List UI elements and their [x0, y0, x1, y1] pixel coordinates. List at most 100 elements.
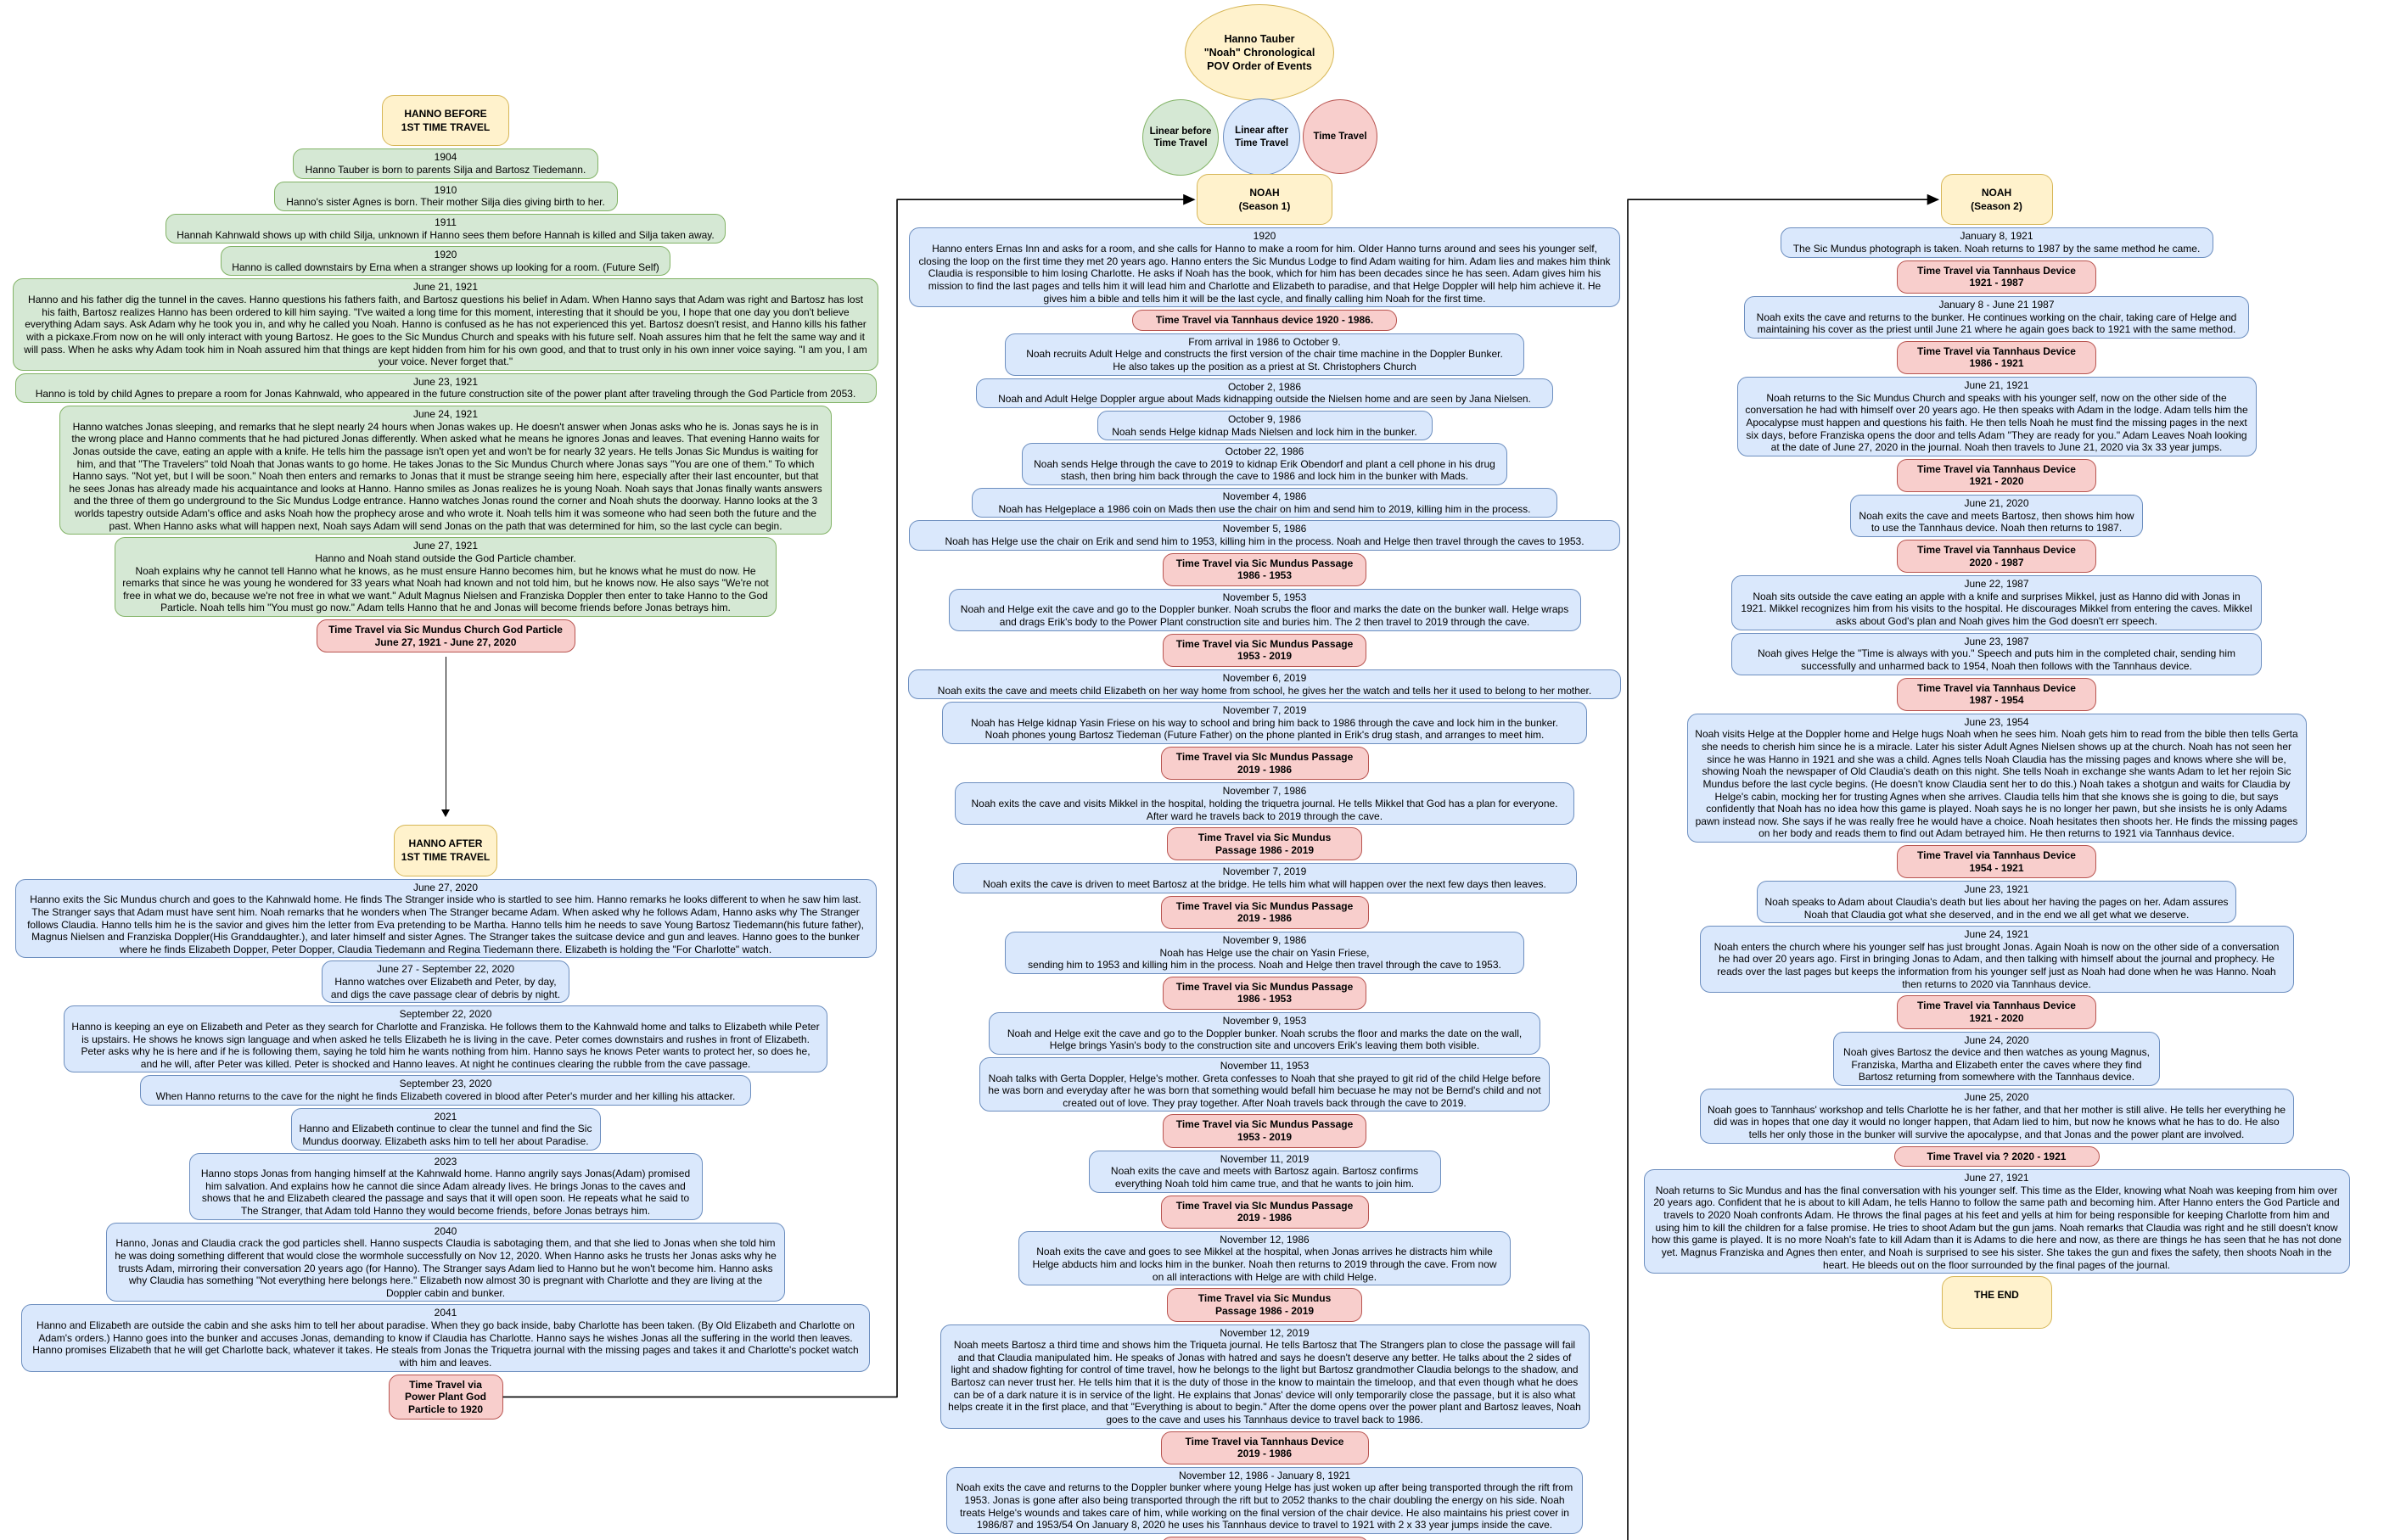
event-body: Noah exits the cave and returns to the b… [1756, 311, 2237, 336]
event-body: Noah and Adult Helge Doppler argue about… [998, 393, 1531, 406]
event-date: November 7, 1986 [1222, 785, 1307, 798]
event-date: June 23, 1921 [1964, 883, 2029, 896]
event-date: From arrival in 1986 to October 9. [1188, 335, 1341, 348]
label-line: 1953 - 2019 [1237, 1131, 1293, 1143]
event-body: Noah exits the cave and returns to the D… [956, 1481, 1573, 1532]
event-date: June 27, 1921 [1964, 1172, 2029, 1184]
event-date: November 9, 1953 [1222, 1015, 1307, 1027]
event-date: 2023 [434, 1155, 457, 1168]
event-date: June 23, 1954 [1964, 715, 2029, 728]
label-line: 1921 - 1987 [1969, 277, 2024, 289]
event-body: Hanno and Elizabeth continue to clear th… [299, 1123, 592, 1147]
event-body: Noah exits the cave and goes to see Mikk… [1032, 1246, 1497, 1283]
event-body: Noah speaks to Adam about Claudia's deat… [1764, 895, 2229, 921]
label-line: Time Travel via Sic Mundus [1198, 832, 1332, 844]
label-line: Time Travel via Tannhaus Device [1917, 681, 2076, 694]
event-date: November 5, 1953 [1222, 591, 1307, 603]
event-date: June 21, 2020 [1964, 497, 2029, 509]
label-line: Time Travel via Tannhaus device 1920 - 1… [1155, 314, 1374, 327]
label-line: 2019 - 1986 [1237, 1212, 1293, 1224]
event-body: Hanno exits the Sic Mundus church and go… [27, 893, 864, 955]
event-date: June 25, 2020 [1964, 1091, 2029, 1103]
label-line: Time Travel via Tannhaus Device [1185, 1435, 1344, 1448]
red-event-box: Time Travel via Tannhaus device 1920 - 1… [1132, 310, 1397, 331]
event-body: Noah meets Bartosz a third time and show… [948, 1339, 1581, 1425]
event-date: November 7, 2019 [1222, 704, 1307, 717]
legend-linear-before: Linear before Time Travel [1142, 99, 1219, 176]
label-line: Time Travel via Sic Mundus Passage [1175, 557, 1354, 569]
label-line: June 27, 1921 - June 27, 2020 [374, 636, 517, 648]
event-body: Hanno watches over Elizabeth and Peter, … [330, 976, 561, 1000]
event-body: Hannah Kahnwald shows up with child Silj… [177, 228, 715, 241]
event-date: September 23, 2020 [399, 1078, 492, 1090]
event-body: Hanno is called downstairs by Erna when … [232, 260, 659, 273]
event-date: November 11, 1953 [1220, 1059, 1310, 1072]
event-date: November 7, 2019 [1222, 865, 1307, 878]
event-date: 1920 [434, 249, 457, 261]
event-body: Noah and Helge exit the cave and go to t… [1007, 1027, 1523, 1052]
event-date: June 23, 1921 [412, 375, 479, 388]
noah-s2: NOAH(Season 2) [1940, 174, 2053, 226]
label-line: Time Travel via Tannhaus Device [1917, 1000, 2076, 1012]
event-date: June 24, 1921 [412, 408, 479, 420]
event-body: Noah sends Helge kidnap Mads Nielsen and… [1112, 425, 1417, 438]
label-line: Time Travel via Sic Mundus Passage [1175, 980, 1354, 993]
event-date: 1911 [435, 216, 457, 228]
label-line: 2019 - 1986 [1237, 912, 1293, 925]
event-date: November 6, 2019 [1222, 671, 1307, 684]
event-body: Hanno and Elizabeth are outside the cabi… [32, 1319, 859, 1369]
event-body: Noah and Helge exit the cave and go to t… [960, 603, 1569, 628]
label-line: 1954 - 1921 [1969, 861, 2024, 874]
event-body: Hanno stops Jonas from hanging himself a… [200, 1168, 691, 1217]
blue-event-box: From arrival in 1986 to October 9.Noah r… [1005, 333, 1524, 376]
event-date: November 12, 2019 [1220, 1326, 1310, 1339]
event-date: June 24, 1921 [1964, 928, 2029, 941]
event-body: Hanno's sister Agnes is born. Their moth… [286, 196, 605, 209]
event-body: Hanno and his father dig the tunnel in t… [24, 294, 867, 368]
tt-god-particle: Time Travel via Sic Mundus Church God Pa… [316, 619, 575, 653]
event-date: November 11, 2019 [1220, 1152, 1310, 1165]
event-body: Noah sends Helge through the cave to 201… [1034, 457, 1495, 483]
label-line: 1986 - 1953 [1237, 993, 1293, 1005]
label-line: Time Travel via SIc Mundus Passage [1175, 1199, 1354, 1212]
label-line: THE END [1974, 1289, 2019, 1302]
noah-s1: NOAH(Season 1) [1197, 174, 1332, 226]
label-line: Passage 1986 - 2019 [1214, 1304, 1315, 1317]
label-line: 1921 - 2020 [1969, 475, 2024, 488]
event-date: 1904 [434, 151, 457, 164]
label-line: Time Travel via Tannhaus Device [1917, 543, 2076, 556]
event-body: Hanno watches Jonas sleeping, and remark… [69, 420, 822, 532]
event-body: When Hanno returns to the cave for the n… [155, 1090, 736, 1102]
legend-linear-after: Linear after Time Travel [1223, 98, 1300, 176]
event-date: November 9, 1986 [1222, 933, 1307, 946]
label-line: 1953 - 2019 [1237, 650, 1293, 663]
